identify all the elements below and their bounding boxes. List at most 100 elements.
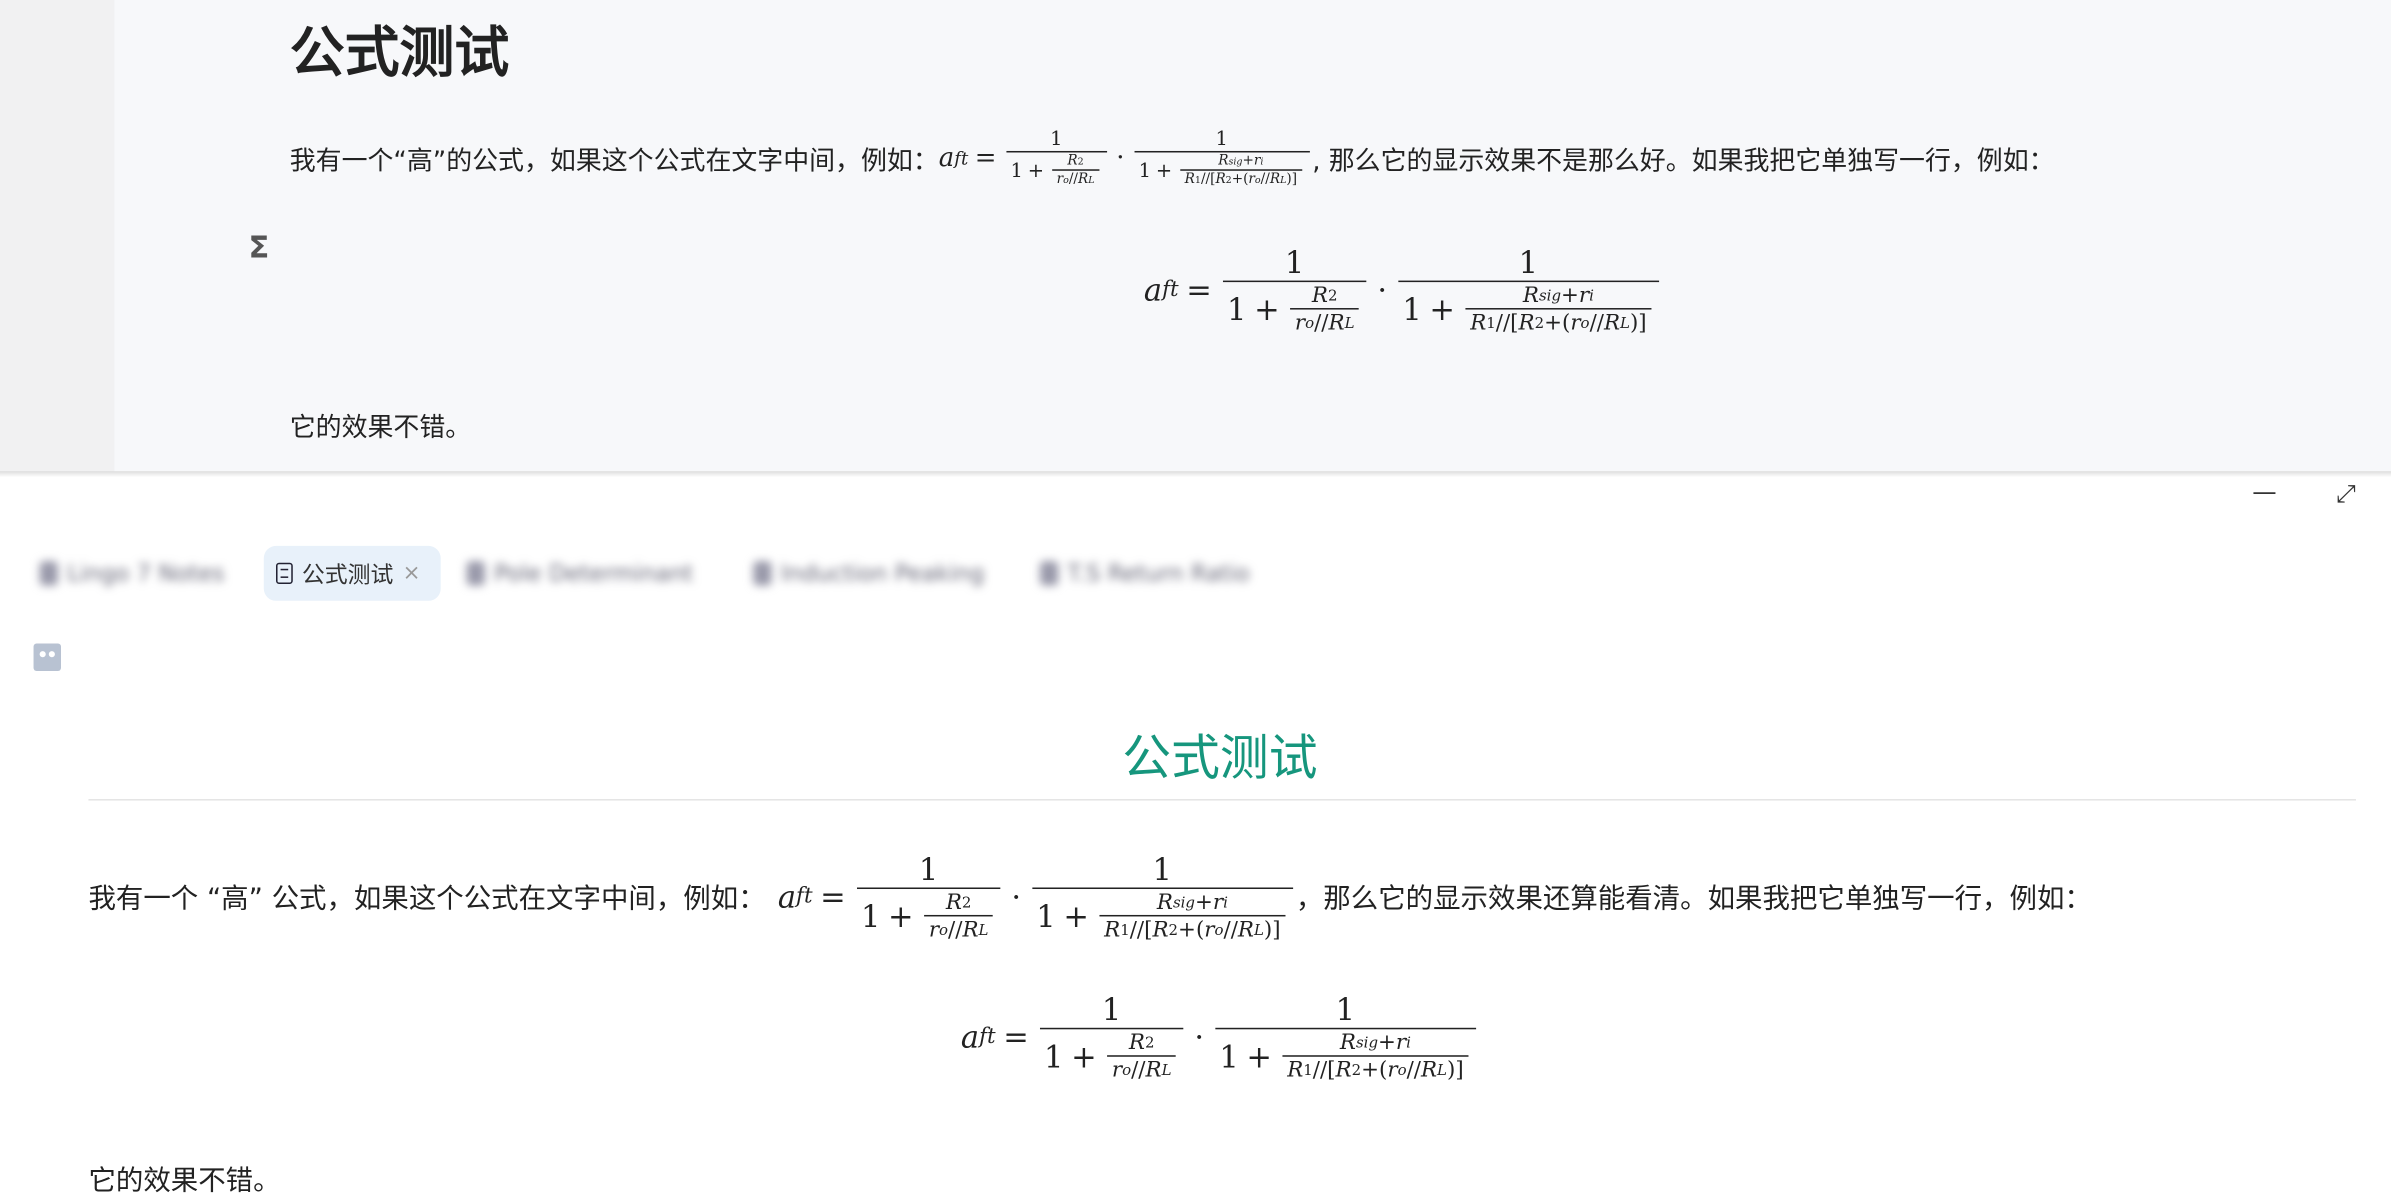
math-symbol: )] bbox=[1286, 172, 1297, 188]
expand-icon[interactable]: ⤢ bbox=[2336, 478, 2356, 508]
math-subscript: o bbox=[1580, 314, 1590, 332]
equals-sign: = bbox=[974, 142, 997, 174]
math-symbol: )] bbox=[1629, 311, 1647, 336]
pane-divider[interactable] bbox=[0, 471, 2391, 478]
math-symbol: a bbox=[1143, 271, 1163, 309]
closing-text: 它的效果不错。 bbox=[289, 413, 472, 444]
math-symbol: R bbox=[1339, 1030, 1357, 1056]
math-symbol: R bbox=[1215, 172, 1226, 188]
math-symbol: R bbox=[1218, 154, 1229, 170]
math-symbol: R bbox=[1522, 283, 1540, 309]
math-subscript: 2 bbox=[1225, 174, 1232, 186]
math-symbol: // bbox=[1223, 917, 1238, 943]
math-subscript: ft bbox=[979, 1024, 996, 1050]
paragraph-text: 我有一个 “高” 公式，如果这个公式在文字中间，例如： bbox=[88, 882, 766, 915]
math-number: 1 bbox=[1215, 128, 1228, 151]
math-symbol: // bbox=[948, 917, 963, 943]
math-symbol: // bbox=[1406, 1058, 1421, 1083]
math-number: 1 bbox=[1050, 128, 1063, 151]
math-symbol: )] bbox=[1263, 917, 1281, 943]
paragraph-text: , 那么它的显示效果不是那么好。如果我把它单独写一行，例如： bbox=[1312, 146, 2055, 177]
math-symbol: //[ bbox=[1495, 311, 1519, 336]
math-block-icon[interactable]: Σ bbox=[248, 228, 270, 266]
math-subscript: sig bbox=[1172, 894, 1195, 912]
math-symbol: r bbox=[1111, 1058, 1123, 1083]
math-number: 1 bbox=[860, 898, 881, 935]
math-subscript: L bbox=[1280, 174, 1287, 186]
dot-operator: · bbox=[1116, 142, 1125, 174]
minimize-icon[interactable]: — bbox=[2252, 477, 2277, 507]
tab-lingo-notes[interactable]: Lingo 7 Notes bbox=[27, 546, 236, 601]
math-symbol: R bbox=[1603, 311, 1621, 336]
math-subscript: 1 bbox=[1194, 174, 1201, 186]
math-symbol: R bbox=[1067, 154, 1078, 170]
tab-pole-determinant[interactable]: Pole Determinant bbox=[454, 546, 705, 601]
math-symbol: r bbox=[1204, 917, 1215, 943]
math-subscript: L bbox=[1088, 174, 1095, 186]
math-symbol: //[ bbox=[1200, 172, 1216, 188]
math-number: 1 bbox=[918, 850, 939, 888]
math-number: 1 bbox=[1044, 1038, 1064, 1076]
math-symbol: r bbox=[1253, 154, 1261, 170]
math-number: 1 bbox=[1036, 898, 1056, 935]
math-symbol: R bbox=[1335, 1058, 1352, 1083]
tab-label: Pole Determinant bbox=[494, 559, 694, 588]
dot-operator: · bbox=[1194, 1018, 1205, 1056]
math-symbol: //[ bbox=[1129, 917, 1153, 943]
math-symbol: // bbox=[1260, 172, 1270, 188]
math-symbol: R bbox=[1311, 283, 1328, 309]
math-symbol: +( bbox=[1178, 917, 1205, 943]
document-icon bbox=[276, 562, 293, 585]
numerator: 1 bbox=[1331, 991, 1360, 1028]
math-symbol: a bbox=[777, 878, 797, 915]
math-subscript: 2 bbox=[1534, 314, 1545, 332]
math-symbol: R bbox=[1104, 917, 1121, 943]
math-subscript: o bbox=[1122, 1062, 1132, 1079]
math-number: 1 bbox=[1402, 291, 1422, 328]
math-subscript: i bbox=[1260, 156, 1264, 167]
preview-closing-text: 它的效果不错。 bbox=[88, 1165, 281, 1198]
tab-induction-peaking[interactable]: Induction Peaking bbox=[741, 546, 996, 601]
tab-return-ratio[interactable]: T.S Return Ratio bbox=[1028, 546, 1262, 601]
math-subscript: L bbox=[1437, 1062, 1447, 1079]
math-subscript: 2 bbox=[1327, 287, 1338, 305]
math-symbol: +( bbox=[1231, 172, 1249, 188]
numerator: 1 bbox=[1097, 991, 1126, 1028]
math-symbol: //[ bbox=[1312, 1058, 1336, 1083]
image-icon[interactable] bbox=[33, 643, 61, 671]
close-icon[interactable]: × bbox=[402, 561, 421, 586]
math-subscript: ft bbox=[954, 147, 969, 169]
tab-formula-test[interactable]: 公式测试× bbox=[263, 545, 441, 601]
math-subscript: 1 bbox=[1303, 1062, 1313, 1079]
math-symbol: R bbox=[1152, 917, 1169, 943]
page-title: 公式测试 bbox=[289, 22, 510, 86]
